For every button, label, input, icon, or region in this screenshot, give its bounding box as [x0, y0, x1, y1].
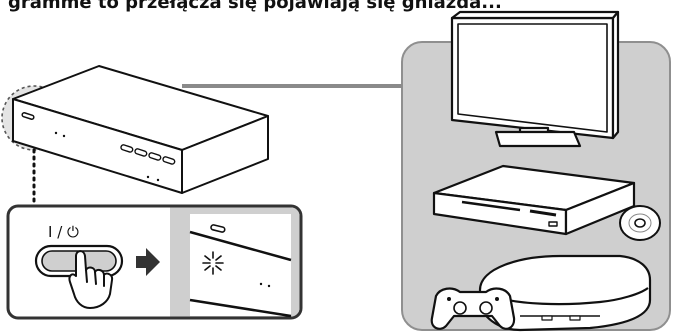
main-device-side: [181, 115, 269, 194]
main-device: [12, 65, 269, 194]
gamepad-icon: [430, 287, 516, 330]
power-indicator: [21, 112, 35, 120]
tv-icon: [450, 10, 620, 148]
zoomed-device-corner: [189, 214, 292, 318]
front-buttons: [120, 144, 176, 165]
disc-icon: [619, 205, 661, 241]
hand-icon: [68, 250, 114, 309]
arrow-icon: [136, 248, 160, 276]
blink-icon: [202, 251, 224, 275]
header-text: gramme to przełącza się pojawiają się gn…: [8, 0, 502, 13]
power-label: I / ⏻: [48, 223, 79, 241]
power-callout: I / ⏻: [6, 204, 303, 320]
